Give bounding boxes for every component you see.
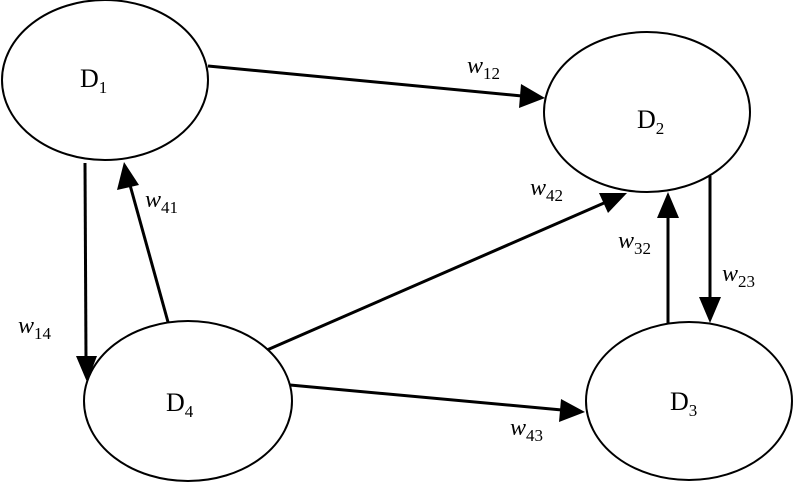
edge-d4-d2 <box>266 193 627 352</box>
edge-label-w43: w43 <box>510 415 543 445</box>
edge-label-w42: w42 <box>530 175 563 205</box>
edge-d4-d1 <box>117 162 170 323</box>
edge-d4-d3 <box>289 383 585 422</box>
edge-d1-d2 <box>207 64 545 108</box>
node-d3-label: D3 <box>670 387 697 420</box>
node-d2-shape <box>543 31 751 193</box>
node-d2-label: D2 <box>637 105 664 138</box>
edge-d2-d3 <box>699 176 721 323</box>
node-d3-shape <box>585 321 793 481</box>
node-d1-shape <box>1 0 209 161</box>
edge-label-w32: w32 <box>618 228 651 258</box>
node-d1: D1 <box>1 0 209 161</box>
edge-d3-d2 <box>657 192 679 323</box>
edge-d1-d4 <box>76 162 97 382</box>
edge-label-w41: w41 <box>145 187 178 217</box>
node-d2: D2 <box>543 31 751 193</box>
edge-label-w14: w14 <box>18 313 52 343</box>
node-d1-label: D1 <box>80 64 107 97</box>
node-d4: D4 <box>83 320 293 482</box>
node-d4-shape <box>83 320 293 482</box>
node-d4-label: D4 <box>166 388 194 421</box>
edge-label-w12: w12 <box>467 53 500 83</box>
edge-label-w23: w23 <box>722 261 755 291</box>
node-d3: D3 <box>585 321 793 481</box>
